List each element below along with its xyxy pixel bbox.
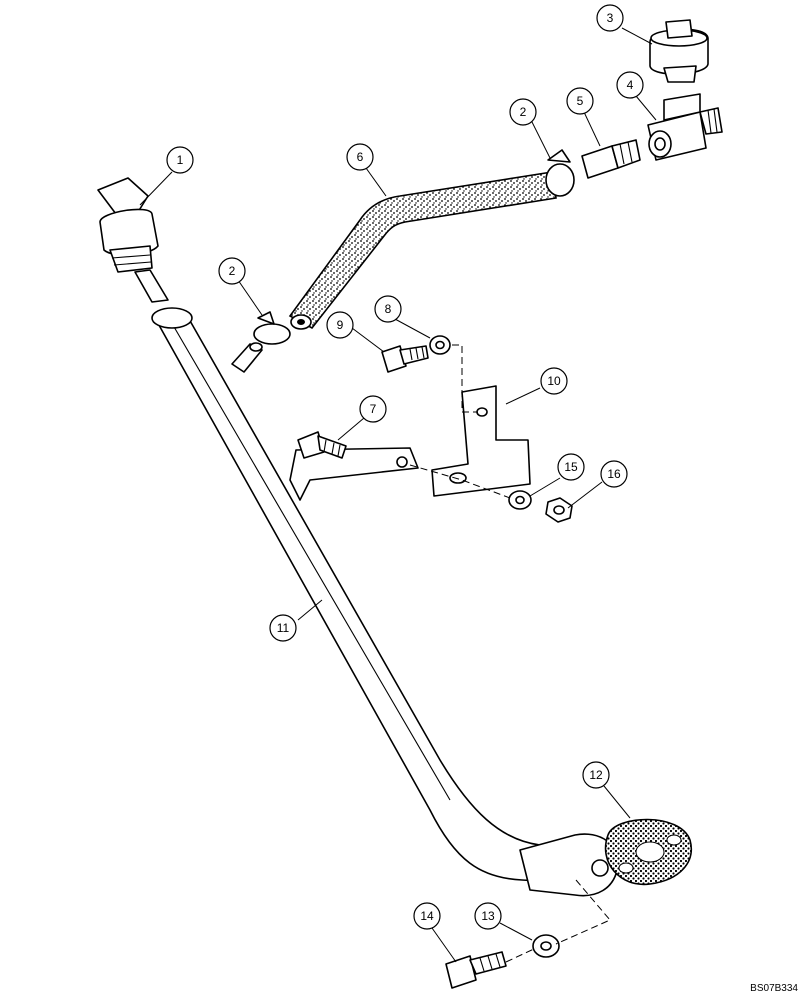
svg-text:13: 13: [481, 909, 495, 923]
callout-4: 4: [616, 71, 644, 99]
drawing-code: BS07B334: [750, 983, 798, 994]
alignment-lines: [409, 344, 611, 963]
svg-text:16: 16: [607, 467, 621, 481]
callout-10: 10: [540, 367, 568, 395]
washer-13: [532, 934, 560, 958]
callout-13: 13: [474, 902, 502, 930]
svg-text:5: 5: [577, 94, 584, 108]
svg-text:7: 7: [370, 402, 377, 416]
washer-15: [508, 490, 532, 510]
callout-7: 7: [359, 395, 387, 423]
bracket: [431, 385, 531, 497]
svg-text:2: 2: [229, 264, 236, 278]
nut-16: [545, 497, 573, 523]
callout-3: 3: [596, 4, 624, 32]
svg-text:15: 15: [564, 460, 578, 474]
callout-12: 12: [582, 761, 610, 789]
svg-text:3: 3: [607, 11, 614, 25]
hose-clamp-upper: [545, 149, 575, 197]
tube: [151, 307, 619, 897]
svg-text:14: 14: [420, 909, 434, 923]
tee-fitting: [647, 93, 723, 161]
callout-2-lower: 2: [218, 257, 246, 285]
leader-lines: [139, 27, 657, 963]
callout-2-upper: 2: [509, 98, 537, 126]
bolt-9: [381, 345, 429, 373]
temperature-sender: [649, 19, 709, 83]
svg-text:9: 9: [337, 318, 344, 332]
svg-text:11: 11: [277, 621, 290, 635]
bolt-14: [445, 951, 507, 989]
hose-clamp-lower: [253, 311, 291, 345]
callout-1: 1: [166, 146, 194, 174]
callout-11: 11: [269, 614, 297, 642]
callout-5: 5: [566, 87, 594, 115]
hose: [288, 171, 557, 330]
callout-14: 14: [413, 902, 441, 930]
dipstick: [97, 177, 169, 303]
svg-text:6: 6: [357, 150, 364, 164]
svg-text:10: 10: [547, 374, 561, 388]
bolt-7: [297, 431, 347, 459]
gasket: [604, 818, 692, 886]
svg-text:1: 1: [177, 153, 184, 167]
callout-9: 9: [326, 311, 354, 339]
svg-text:4: 4: [627, 78, 634, 92]
svg-text:8: 8: [385, 302, 392, 316]
adapter-fitting: [581, 139, 641, 179]
callout-8: 8: [374, 295, 402, 323]
callout-15: 15: [557, 453, 585, 481]
callout-16: 16: [600, 460, 628, 488]
svg-text:12: 12: [589, 768, 603, 782]
washer-8: [429, 335, 451, 355]
svg-text:2: 2: [520, 105, 527, 119]
callout-6: 6: [346, 143, 374, 171]
